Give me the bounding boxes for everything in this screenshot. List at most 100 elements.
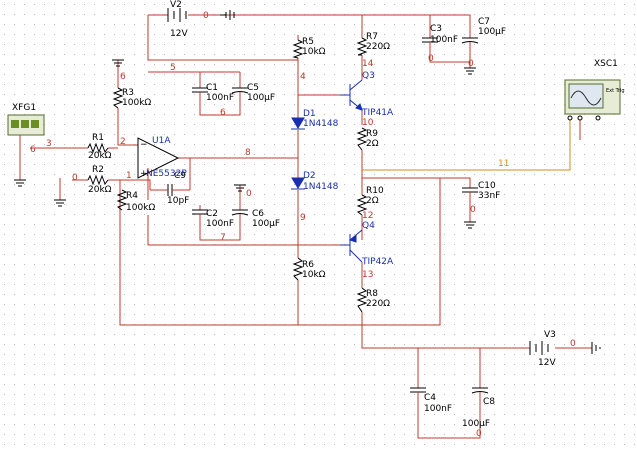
oscilloscope-xsc1[interactable]: XSC1 Ext Trig [564,59,625,121]
battery-v2[interactable]: V2 12V [167,0,235,39]
q3-value: TIP41A [361,108,394,118]
r3-value: 100kΩ [122,98,151,108]
c3-value: 100nF [430,35,458,45]
net-label-6: 6 [30,145,36,155]
resistor-r3[interactable]: R3 100kΩ [112,87,151,109]
net-label-11: 11 [498,159,509,169]
resistor-r2[interactable]: R2 20kΩ [87,165,112,195]
diode-d1[interactable]: D1 1N4148 [291,109,339,130]
c10-ref: C10 [478,181,496,191]
net-label-5: 5 [170,63,176,73]
c10-value: 33nF [478,191,500,201]
net-label-3: 3 [46,139,52,149]
resistor-r9[interactable]: R9 2Ω [356,127,379,151]
v3-value: 12V [538,358,556,368]
net-labels: 0 5 6 4 14 0 0 6 10 3 6 2 1 0 8 11 0 7 9… [30,11,576,439]
d1-value: 1N4148 [303,119,339,129]
resistor-r7[interactable]: R7 220Ω [356,32,390,56]
net-label-0: 0 [470,205,476,215]
r1-ref: R1 [92,133,104,143]
v2-ref: V2 [170,0,182,10]
r9-ref: R9 [366,129,378,139]
xsc1-ref: XSC1 [594,59,618,69]
resistor-r6[interactable]: R6 10kΩ [292,257,326,281]
u1a-value: NE5532P [146,169,187,179]
r5-value: 10kΩ [302,47,326,57]
r7-ref: R7 [366,32,378,42]
net-label-2: 2 [120,137,126,147]
transistor-q4[interactable]: Q4 TIP42A [340,221,394,275]
net-label-0: 0 [570,339,576,349]
c4-value: 100nF [424,404,452,414]
net-label-0: 0 [246,189,252,199]
q4-value: TIP42A [361,257,394,267]
r6-value: 10kΩ [302,270,326,280]
c5-value: 100µF [247,93,275,103]
transistor-q3[interactable]: Q3 TIP41A [340,70,394,118]
ground-symbol [54,199,66,207]
capacitor-c5[interactable]: C5 100µF [231,83,275,103]
r4-value: 100kΩ [126,203,155,213]
c2-ref: C2 [206,209,218,219]
c2-value: 100nF [206,219,234,229]
r10-value: 2Ω [366,196,379,206]
r4-ref: R4 [126,191,138,201]
ground-symbol [464,221,476,229]
net-label-1: 1 [126,171,132,181]
capacitor-c6[interactable]: C6 100µF [231,209,280,229]
ground-symbol [112,59,124,67]
ground-symbol [14,179,26,187]
capacitor-c10[interactable]: C10 33nF [462,181,500,203]
resistor-r1[interactable]: R1 20kΩ [87,133,112,161]
capacitor-c7[interactable]: C7 100µF [461,17,506,55]
c4-ref: C4 [424,393,436,403]
c3-ref: C3 [430,24,442,34]
net-label-8: 8 [245,148,251,158]
net-label-14: 14 [362,59,374,69]
r7-value: 220Ω [366,42,390,52]
function-generator-xfg1[interactable]: XFG1 [7,103,45,136]
net-label-0: 0 [476,429,482,439]
r8-value: 220Ω [366,299,390,309]
resistor-r5[interactable]: R5 10kΩ [292,37,326,59]
wires [19,14,592,439]
c6-ref: C6 [252,209,264,219]
diode-d2[interactable]: D2 1N4148 [291,171,339,192]
r2-value: 20kΩ [88,185,112,195]
battery-v3[interactable]: V3 12V [529,330,601,368]
r8-ref: R8 [366,289,378,299]
r9-value: 2Ω [366,139,379,149]
c1-ref: C1 [206,83,218,93]
r10-ref: R10 [366,186,384,196]
c1-value: 100nF [206,93,234,103]
ground-symbol [464,67,476,75]
c9-ref: C9 [174,171,186,181]
r3-ref: R3 [122,88,134,98]
capacitor-c3[interactable]: C3 100nF [422,24,458,55]
capacitor-c8[interactable]: C8 100µF [462,387,495,429]
c6-value: 100µF [252,219,280,229]
r1-value: 20kΩ [88,151,112,161]
r5-ref: R5 [302,37,314,47]
net-label-0: 0 [428,54,434,64]
c7-ref: C7 [478,17,490,27]
r2-ref: R2 [92,165,104,175]
net-label-6: 6 [120,72,126,82]
opamp-u1a[interactable]: − + U1A NE5532P [137,136,187,179]
net-label-0: 0 [468,59,474,69]
resistor-r4[interactable]: R4 100kΩ [116,189,155,213]
capacitor-c4[interactable]: C4 100nF [410,387,452,414]
resistor-r8[interactable]: R8 220Ω [356,287,390,313]
net-label-12: 12 [362,211,373,221]
v2-value: 12V [170,29,188,39]
resistor-r10[interactable]: R10 2Ω [356,180,384,220]
d2-value: 1N4148 [303,182,339,192]
c8-ref: C8 [483,397,495,407]
capacitor-c1[interactable]: C1 100nF [192,83,234,103]
capacitor-c9[interactable]: C9 10pF [150,171,190,206]
capacitor-c2[interactable]: C2 100nF [192,209,234,229]
xsc1-ext-trig: Ext Trig [606,88,625,94]
c7-value: 100µF [478,27,506,37]
